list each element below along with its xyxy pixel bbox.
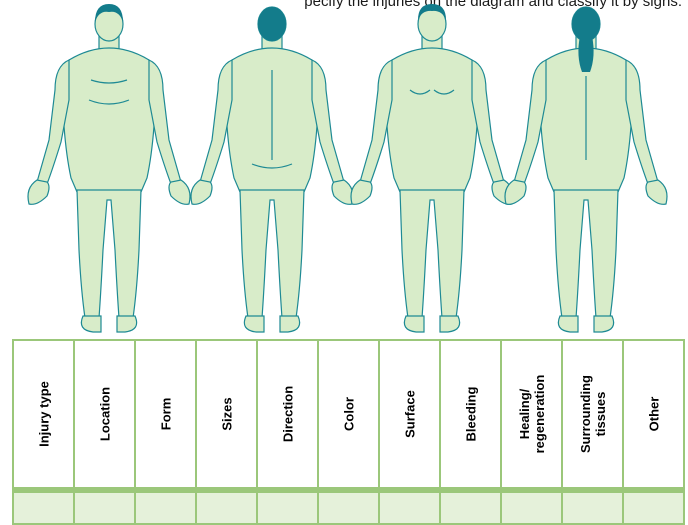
entry-cell-direction[interactable]	[257, 492, 318, 524]
header-label-injury-type: Injury type	[36, 349, 51, 479]
header-cell: Color	[318, 340, 379, 488]
header-label-direction: Direction	[280, 349, 295, 479]
entry-cell-other[interactable]	[623, 492, 684, 524]
header-cell: Healing/ regeneration	[501, 340, 562, 488]
header-cell: Other	[623, 340, 684, 488]
male-back-figure	[191, 7, 353, 332]
female-back-figure	[505, 7, 667, 332]
header-label-location: Location	[97, 349, 112, 479]
entry-cell-surface[interactable]	[379, 492, 440, 524]
male-front-figure	[28, 4, 190, 332]
header-label-bleeding: Bleeding	[463, 349, 478, 479]
injury-classification-table: Injury type Location Form Sizes Directio…	[12, 339, 685, 525]
entry-cell-form[interactable]	[135, 492, 196, 524]
header-label-healing-regeneration: Healing/ regeneration	[517, 349, 547, 479]
header-cell: Surface	[379, 340, 440, 488]
entry-cell-bleeding[interactable]	[440, 492, 501, 524]
header-label-form: Form	[158, 349, 173, 479]
table-entry-row	[13, 492, 684, 524]
header-label-other: Other	[646, 349, 661, 479]
entry-cell-surrounding-tissues[interactable]	[562, 492, 623, 524]
header-cell: Direction	[257, 340, 318, 488]
entry-cell-sizes[interactable]	[196, 492, 257, 524]
header-cell: Form	[135, 340, 196, 488]
header-cell: Surrounding tissues	[562, 340, 623, 488]
header-cell: Bleeding	[440, 340, 501, 488]
entry-cell-healing-regeneration[interactable]	[501, 492, 562, 524]
header-label-surface: Surface	[402, 349, 417, 479]
header-label-color: Color	[341, 349, 356, 479]
female-front-figure	[351, 4, 513, 332]
entry-cell-location[interactable]	[74, 492, 135, 524]
header-cell: Sizes	[196, 340, 257, 488]
entry-cell-color[interactable]	[318, 492, 379, 524]
header-label-surrounding-tissues: Surrounding tissues	[578, 349, 608, 479]
table-header-row: Injury type Location Form Sizes Directio…	[13, 340, 684, 488]
body-diagram	[0, 0, 688, 340]
entry-cell-injury-type[interactable]	[13, 492, 74, 524]
header-cell: Location	[74, 340, 135, 488]
header-cell: Injury type	[13, 340, 74, 488]
header-label-sizes: Sizes	[219, 349, 234, 479]
